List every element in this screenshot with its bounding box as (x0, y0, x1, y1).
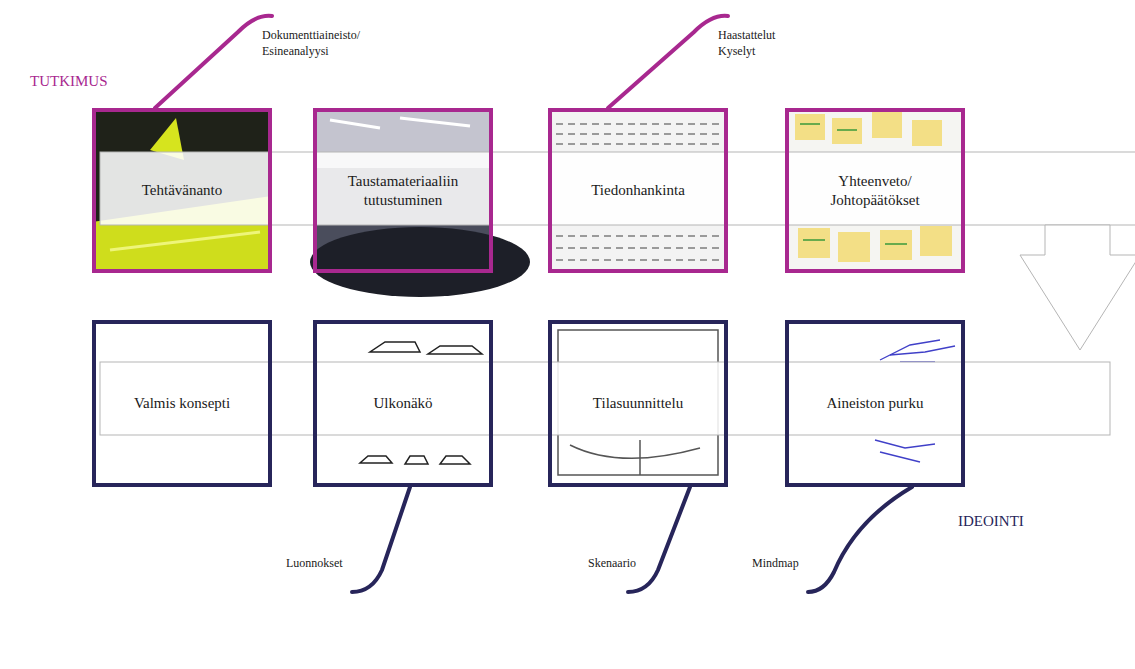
research-step-box: Tiedonhankinta (548, 108, 728, 273)
flow-arrow (1020, 225, 1135, 350)
step-name: Yhteenveto/ Johtopäätökset (800, 172, 950, 210)
method-label: Haastattelut Kyselyt (718, 28, 803, 59)
research-step-box: Tehtävänanto (92, 108, 272, 273)
step-name: Aineiston purku (826, 394, 923, 413)
ideation-step-box: Tilasuunnittelu (548, 320, 728, 487)
method-label: Luonnokset (286, 556, 343, 572)
method-label: Skenaario (588, 556, 636, 572)
method-label: Dokumenttiaineisto/ Esineanalyysi (262, 28, 387, 59)
step-name: Tehtävänanto (142, 181, 223, 200)
phase-heading: TUTKIMUS (30, 72, 108, 92)
step-name: Valmis konsepti (134, 394, 230, 413)
ideation-step-box: Ulkonäkö (313, 320, 493, 487)
flow-band-bottom (100, 362, 1110, 435)
step-name: Taustamateriaaliin tutustuminen (328, 172, 478, 210)
step-name: Ulkonäkö (373, 394, 432, 413)
step-name: Tiedonhankinta (591, 181, 685, 200)
ideation-step-box: Valmis konsepti (92, 320, 272, 487)
leader-lines (155, 16, 912, 592)
flow-band-top (100, 152, 1135, 225)
step-name: Tilasuunnittelu (593, 394, 683, 413)
ideation-step-box: Aineiston purku (785, 320, 965, 487)
research-step-box: Yhteenveto/ Johtopäätökset (785, 108, 965, 273)
research-step-box: Taustamateriaaliin tutustuminen (313, 108, 493, 273)
phase-heading: IDEOINTI (958, 512, 1024, 532)
photo-shape (310, 227, 530, 297)
photo-shape (110, 232, 260, 250)
photo-shape (400, 118, 470, 126)
photo-shape (330, 120, 380, 128)
method-label: Mindmap (752, 556, 799, 572)
